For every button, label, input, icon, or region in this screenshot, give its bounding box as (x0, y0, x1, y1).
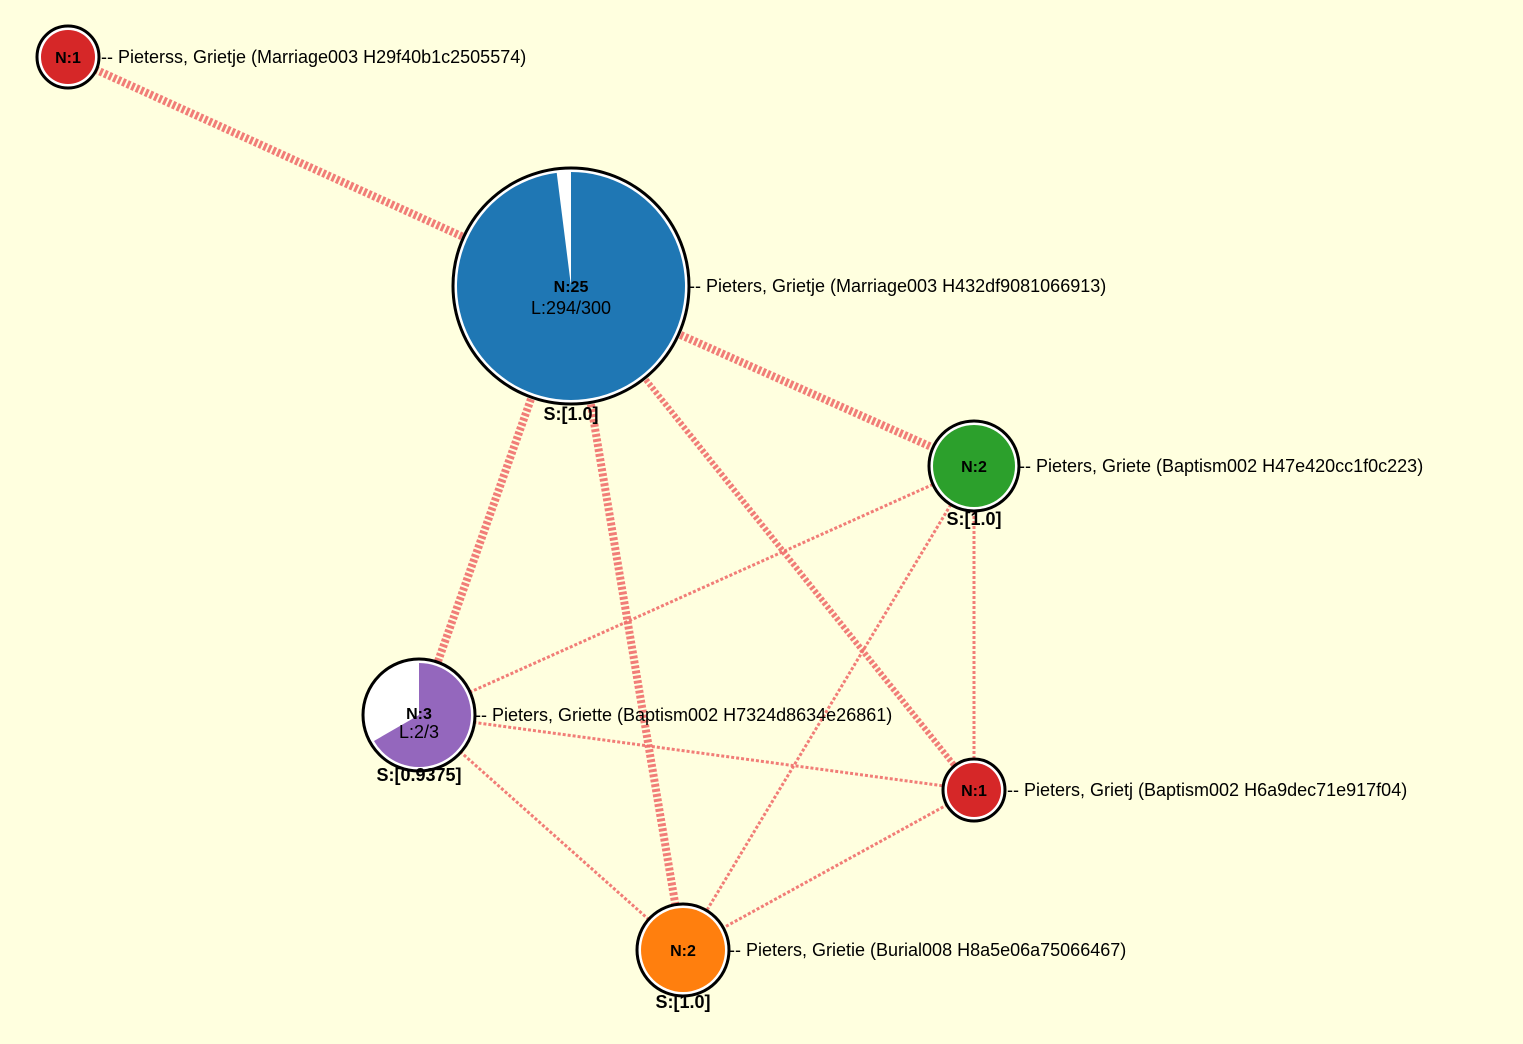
link-edge-n_baptism_h47-n_baptism_h73 (418, 464, 975, 717)
link-edge-n_marriage_h43-n_baptism_h47 (569, 282, 976, 470)
node-score: S:[0.9375] (376, 765, 461, 785)
node-layer: N:1 -- Pieterss, Grietje (Marriage003 H29… (35, 24, 1423, 1012)
link-edge-n_baptism_h73-n_burial_h8a (418, 713, 684, 952)
node-score: S:[1.0] (655, 992, 710, 1012)
link-edge-n_baptism_h6a-n_burial_h8a (682, 788, 975, 952)
node-pie-linked (933, 425, 1015, 507)
record-node[interactable]: N:1 -- Pieterss, Grietje (Marriage003 H29… (35, 24, 526, 90)
node-pie-linked (641, 908, 725, 992)
link-edge-n_baptism_h73-n_baptism_h6a (418, 713, 975, 792)
node-count: N:1 (961, 783, 987, 800)
node-count: N:2 (670, 943, 696, 960)
node-linked-ratio: L:294/300 (531, 298, 611, 318)
record-node[interactable]: N:2S:[1.0] -- Pieters, Grietie (Burial008… (635, 902, 1126, 1012)
node-pie-linked (373, 663, 472, 767)
node-count: N:25 (554, 279, 589, 296)
node-pie-linked (41, 30, 95, 84)
node-linked-ratio: L:2/3 (399, 722, 439, 742)
node-record-label: -- Pieters, Grietje (Marriage003 H432df9… (689, 276, 1106, 296)
link-edge-n_baptism_h47-n_burial_h8a (681, 465, 976, 951)
node-score: S:[1.0] (543, 404, 598, 424)
node-pie-linked (947, 763, 1001, 817)
node-record-label: -- Pieters, Grietie (Burial008 H8a5e06a7… (729, 940, 1126, 960)
node-count: N:2 (961, 459, 987, 476)
record-node[interactable]: N:3L:2/3S:[0.9375] -- Pieters, Griette (B… (361, 657, 892, 785)
node-score: S:[1.0] (946, 509, 1001, 529)
record-node[interactable]: N:1 -- Pieters, Grietj (Baptism002 H6a9de… (941, 757, 1407, 823)
record-node[interactable]: N:2S:[1.0] -- Pieters, Griete (Baptism002… (927, 419, 1423, 529)
node-record-label: -- Pieters, Griete (Baptism002 H47e420cc… (1019, 456, 1423, 476)
node-count: N:3 (406, 706, 432, 723)
node-record-label: -- Pieters, Griette (Baptism002 H7324d86… (475, 705, 892, 725)
node-record-label: -- Pieters, Grietj (Baptism002 H6a9dec71… (1007, 780, 1407, 800)
node-record-label: -- Pieterss, Grietje (Marriage003 H29f40… (101, 47, 526, 67)
node-count: N:1 (55, 50, 81, 67)
node-pie-linked (457, 172, 686, 401)
